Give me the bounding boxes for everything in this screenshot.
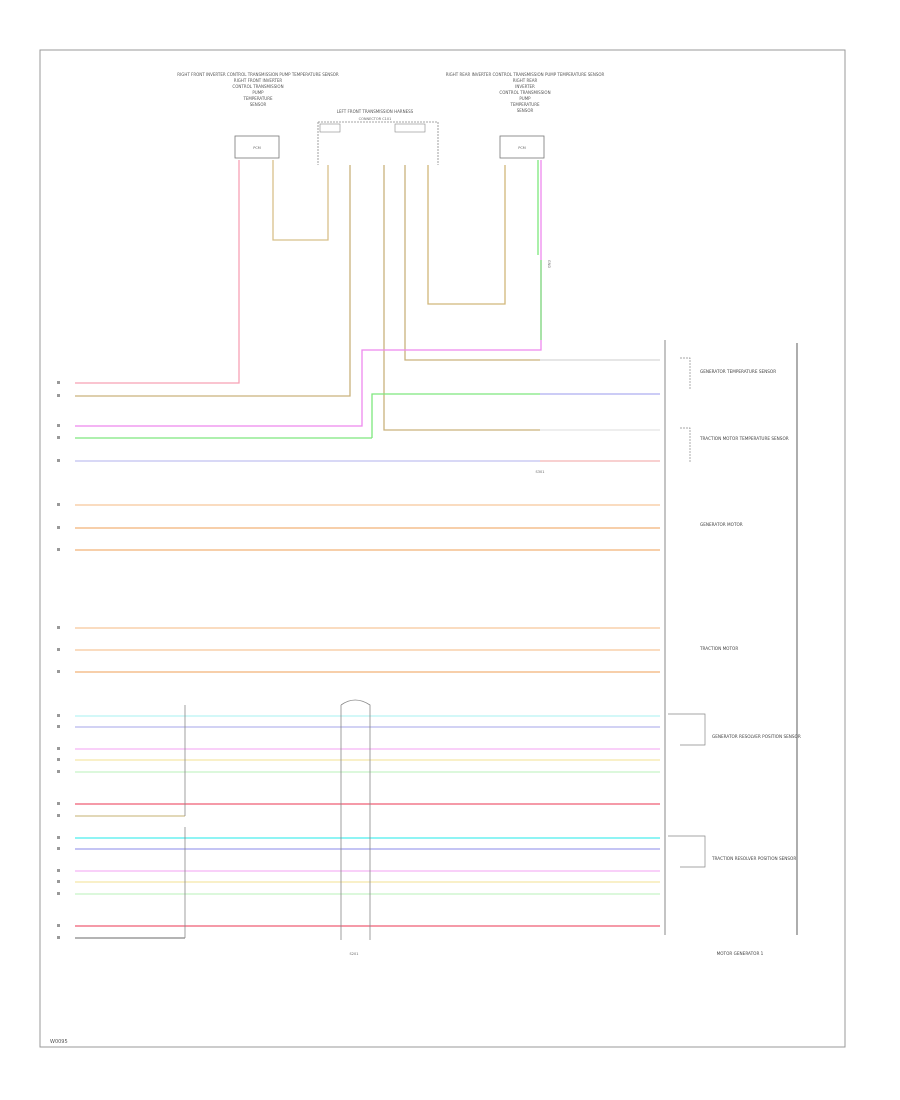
- right-sensor-label: RIGHT REAR INVERTER CONTROL TRANSMISSION…: [446, 72, 605, 77]
- svg-text:INVERTER: INVERTER: [515, 84, 535, 89]
- right-sensor-box-label: PCM: [518, 146, 526, 150]
- right-temp-sensor: RIGHT REAR INVERTER CONTROL TRANSMISSION…: [446, 72, 605, 159]
- svg-text:SENSOR: SENSOR: [517, 108, 534, 113]
- motor-generator-label: MOTOR GENERATOR 1: [717, 951, 764, 956]
- svg-text:CONTROL TRANSMISSION: CONTROL TRANSMISSION: [232, 84, 283, 89]
- left-sensor-box-label: PCM: [253, 146, 261, 150]
- left-pin-marks: [57, 381, 60, 939]
- splice-label: S201: [350, 952, 359, 956]
- right-component-labels: GENERATOR TEMPERATURE SENSOR TRACTION MO…: [699, 369, 801, 956]
- top-wires: [75, 160, 542, 439]
- svg-text:TEMPERATURE: TEMPERATURE: [509, 102, 540, 107]
- svg-text:RIGHT REAR: RIGHT REAR: [513, 78, 538, 83]
- traction-temp-label: TRACTION MOTOR TEMPERATURE SENSOR: [699, 436, 789, 441]
- center-connector-label: LEFT FRONT TRANSMISSION HARNESS: [337, 109, 414, 114]
- traction-resolver-label: TRACTION RESOLVER POSITION SENSOR: [711, 856, 796, 861]
- gnd-label: GND: [547, 260, 551, 268]
- resolver-brackets: [668, 357, 706, 868]
- left-temp-sensor: RIGHT FRONT INVERTER CONTROL TRANSMISSIO…: [177, 72, 339, 159]
- right-connector-wires: [75, 359, 660, 462]
- generator-motor-label: GENERATOR MOTOR: [700, 522, 743, 527]
- center-harness-connector: LEFT FRONT TRANSMISSION HARNESS CONNECTO…: [317, 109, 439, 165]
- traction-motor-label: TRACTION MOTOR: [699, 646, 738, 651]
- svg-text:PUMP: PUMP: [252, 90, 264, 95]
- left-sensor-label: RIGHT FRONT INVERTER CONTROL TRANSMISSIO…: [177, 72, 339, 77]
- generator-resolver-label: GENERATOR RESOLVER POSITION SENSOR: [712, 734, 801, 739]
- svg-text:PUMP: PUMP: [519, 96, 531, 101]
- orange-wires-generator: [75, 504, 660, 551]
- svg-text:SENSOR: SENSOR: [250, 102, 267, 107]
- footer-id: W0095: [50, 1039, 68, 1045]
- center-connector-sub: CONNECTOR C101: [359, 117, 392, 121]
- svg-text:RIGHT FRONT INVERTER: RIGHT FRONT INVERTER: [234, 78, 283, 83]
- svg-text:CONTROL TRANSMISSION: CONTROL TRANSMISSION: [499, 90, 550, 95]
- resolver-wires-generator: [75, 715, 660, 817]
- orange-wires-traction: [75, 627, 660, 673]
- stub-label: S301: [536, 470, 545, 474]
- generator-temp-label: GENERATOR TEMPERATURE SENSOR: [700, 369, 776, 374]
- resolver-wires-traction: [75, 837, 660, 939]
- shield-lines: [184, 699, 371, 940]
- svg-text:TEMPERATURE: TEMPERATURE: [242, 96, 273, 101]
- diagram-frame: [39, 49, 846, 1048]
